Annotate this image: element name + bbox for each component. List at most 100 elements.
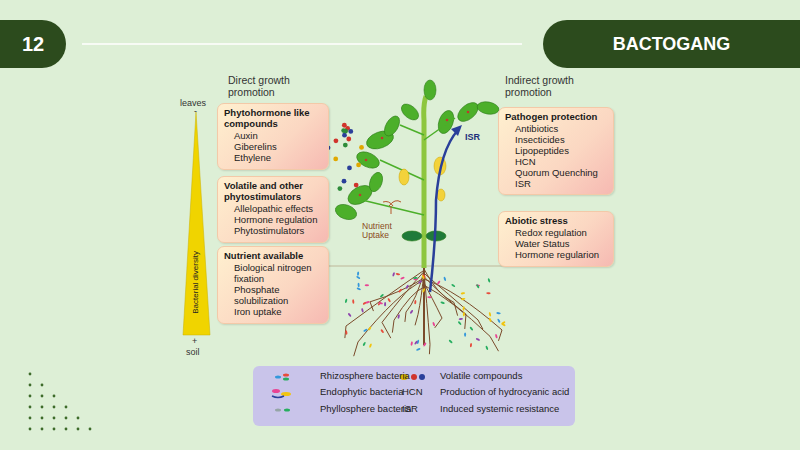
bacterium — [440, 301, 445, 304]
box-item: Hormone regulation — [224, 215, 323, 226]
bacterium — [416, 348, 421, 351]
bacterium — [476, 284, 480, 289]
legend-text: Volatile compounds — [440, 371, 522, 381]
bacterium — [362, 342, 366, 347]
bacterium — [487, 278, 490, 283]
root-hair — [490, 336, 499, 351]
box-item: Auxin — [224, 131, 323, 142]
legend-sample — [419, 374, 425, 380]
root-hair — [465, 314, 466, 329]
bacterium — [414, 300, 417, 305]
bacterium — [398, 288, 402, 293]
bacterium — [448, 339, 453, 343]
root — [424, 279, 502, 330]
bacterium — [485, 345, 489, 350]
grid-dot — [29, 373, 32, 376]
bacterium — [405, 284, 409, 289]
grid-dot — [53, 406, 56, 409]
bacterium — [356, 287, 361, 291]
box-item: Redox regulation — [505, 228, 608, 239]
stem — [424, 96, 426, 268]
root-hair — [382, 322, 391, 338]
legend-text: Induced systemic resistance — [440, 404, 559, 414]
grid-dot — [29, 417, 32, 420]
bacterium — [488, 312, 491, 317]
bacterium — [463, 312, 465, 317]
grid-dot — [53, 428, 56, 431]
root-hair — [415, 315, 418, 326]
root-hair — [354, 342, 358, 356]
bacterium — [352, 299, 354, 304]
legend-text: Production of hydrocyanic acid — [440, 387, 569, 397]
bacterium — [365, 301, 370, 304]
bacterium — [365, 284, 369, 286]
bacterium — [461, 298, 466, 301]
bacterium — [437, 280, 441, 285]
bacterium — [347, 313, 351, 318]
info-box: Volatile and other phytostimulatorsAllel… — [217, 176, 329, 243]
section-heading: Indirect growth promotion — [505, 75, 605, 98]
root — [424, 285, 490, 336]
grid-dot — [53, 417, 56, 420]
bacterium — [418, 280, 423, 284]
volatile-dot — [346, 137, 351, 142]
box-heading: Abiotic stress — [505, 216, 608, 227]
bacterium — [422, 288, 426, 293]
legend-sample — [275, 376, 281, 379]
volatile-dot — [337, 186, 342, 191]
axis-sign: - — [194, 107, 197, 117]
bacterium — [379, 294, 384, 298]
legend-sample — [275, 409, 281, 412]
volatile-dot — [348, 129, 353, 134]
root-hair — [429, 344, 431, 354]
root — [346, 270, 424, 326]
box-item: Phosphate solubilization — [224, 285, 323, 307]
box-item: Water Status — [505, 239, 608, 250]
legend-sample — [283, 378, 289, 381]
legend-sample — [284, 409, 290, 412]
isr-arrowhead — [451, 125, 462, 136]
box-heading: BACTOGANG — [613, 34, 731, 55]
bacterium — [457, 321, 461, 326]
volatile-dot — [342, 179, 347, 184]
section-heading: Direct growth promotion — [228, 75, 328, 98]
bacterium — [496, 312, 501, 314]
grid-dot — [41, 417, 44, 420]
bacterium — [357, 271, 359, 276]
box-item: Iron uptake — [224, 307, 323, 318]
bacterium — [462, 306, 465, 311]
grid-dot — [41, 384, 44, 387]
bacterium — [357, 283, 359, 287]
bacterium — [443, 277, 446, 282]
isr-arrow — [430, 130, 458, 292]
box-item: HCN — [505, 157, 608, 168]
box-item: Lipopeptides — [505, 146, 608, 157]
volatile-dot — [343, 129, 348, 134]
bacterium — [369, 343, 372, 348]
tendril — [383, 201, 401, 214]
phyllosphere-bacteria — [359, 111, 470, 197]
legend-text: Endophytic bacteria — [320, 387, 403, 397]
box-item: Antibiotics — [505, 124, 608, 135]
grid-dot — [29, 395, 32, 398]
bacterium — [363, 328, 368, 332]
grid-dot — [29, 406, 32, 409]
bacterium — [461, 292, 466, 295]
root-hair — [405, 312, 406, 322]
bacterium — [486, 292, 491, 294]
grid-dot — [77, 417, 80, 420]
volatile-dot — [342, 133, 347, 138]
box-item: Ethylene — [224, 153, 323, 164]
grid-dot — [41, 428, 44, 431]
bacterium — [368, 326, 372, 331]
bacterium — [501, 323, 506, 327]
volatile-dot — [342, 123, 347, 128]
bacterium — [356, 275, 361, 279]
legend-sample — [272, 389, 280, 393]
grid-dot — [53, 395, 56, 398]
bacterium — [409, 309, 413, 314]
root-hair — [370, 302, 373, 311]
box-heading: Pathogen protection — [505, 112, 608, 123]
info-box: Phytohormone like compoundsAuxinGibereli… — [217, 103, 329, 170]
grid-dot — [29, 384, 32, 387]
